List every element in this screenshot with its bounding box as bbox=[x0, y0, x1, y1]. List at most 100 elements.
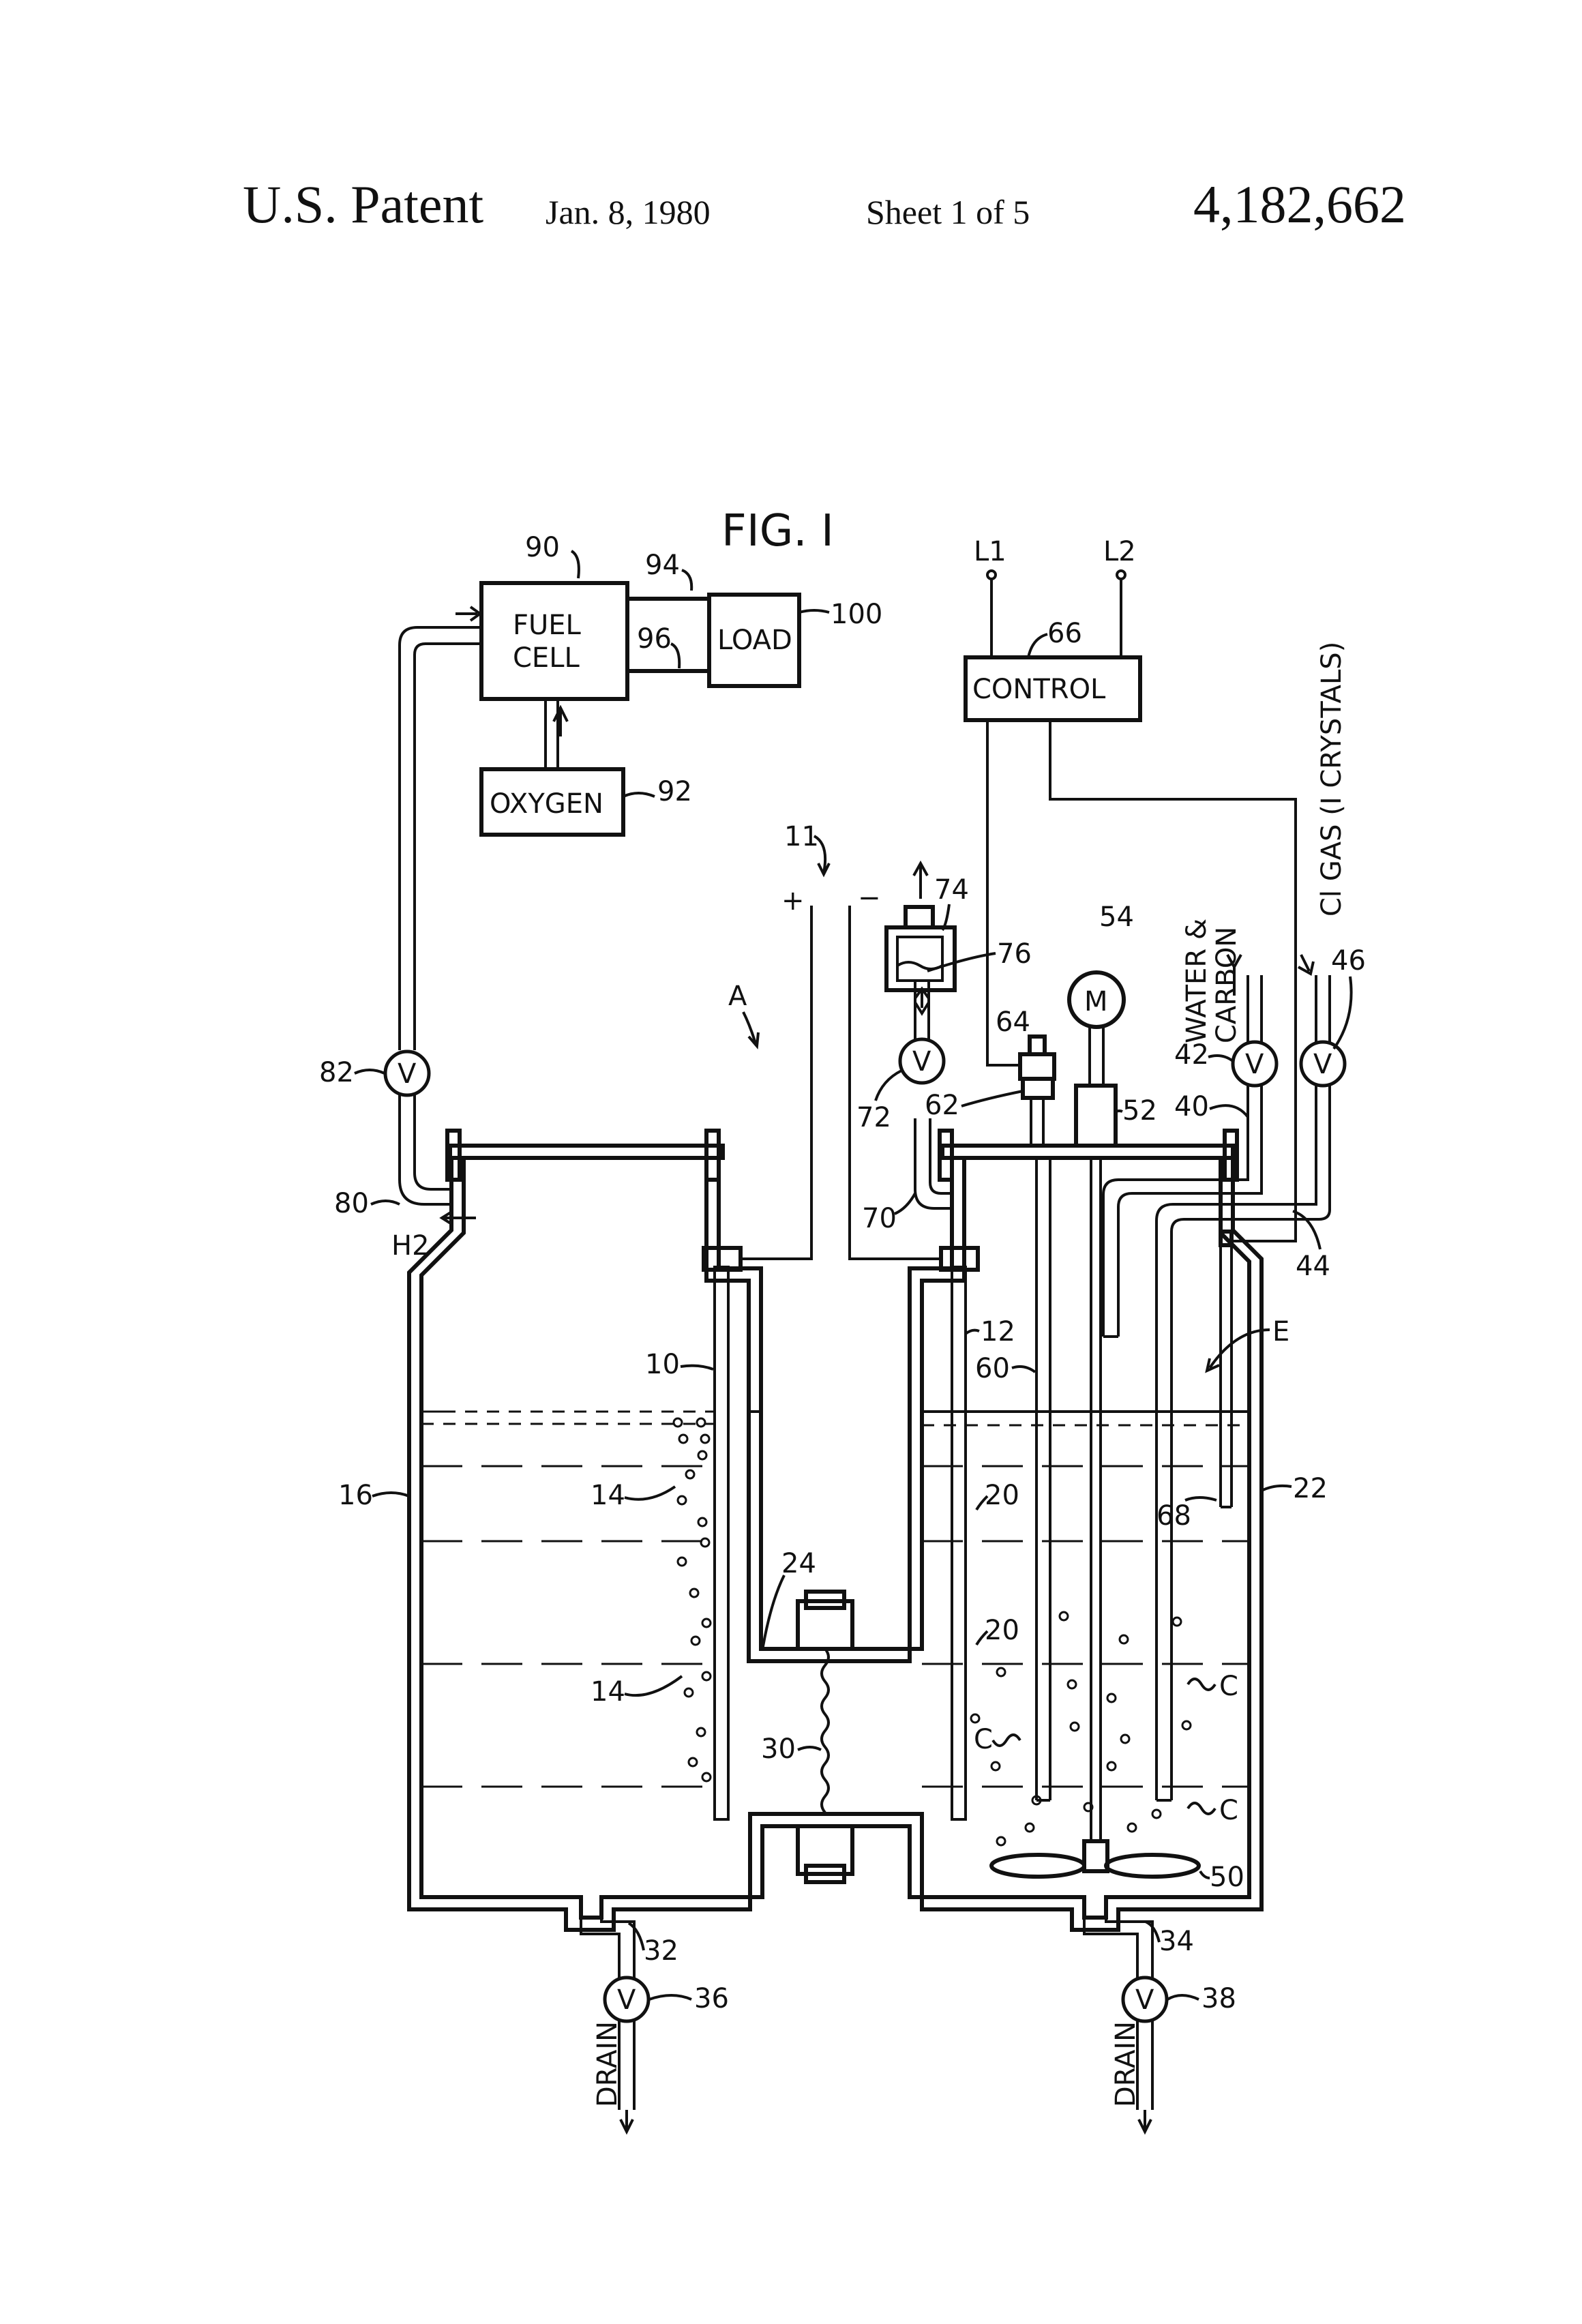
ref-30: 30 bbox=[761, 1733, 796, 1765]
ref-12: 12 bbox=[981, 1316, 1015, 1347]
ref-14a: 14 bbox=[591, 1480, 625, 1511]
control-label: CONTROL bbox=[972, 674, 1106, 705]
diaphragm-30 bbox=[822, 1649, 829, 1813]
valve-72-letter: V bbox=[912, 1046, 931, 1077]
ref-22: 22 bbox=[1293, 1473, 1328, 1504]
control-box: CONTROL bbox=[966, 657, 1140, 720]
ref-52: 52 bbox=[1122, 1095, 1157, 1127]
h2-inlet-arrow bbox=[456, 607, 480, 621]
ref-24: 24 bbox=[781, 1548, 816, 1579]
electrode-10-wire bbox=[741, 927, 811, 1259]
control-wire-sensor bbox=[1050, 720, 1296, 1241]
h2-pipe-inner bbox=[415, 644, 481, 1050]
ref-46: 46 bbox=[1331, 945, 1366, 977]
water-carbon-label-1: WATER & bbox=[1181, 919, 1212, 1043]
ref-14b: 14 bbox=[591, 1676, 625, 1708]
ref-94: 94 bbox=[645, 550, 680, 581]
ref-Ca: C bbox=[1219, 1671, 1238, 1702]
ref-96: 96 bbox=[637, 623, 672, 655]
ref-64: 64 bbox=[996, 1007, 1030, 1038]
ref-66: 66 bbox=[1047, 618, 1082, 649]
terminal-l2 bbox=[1117, 571, 1125, 579]
ref-36: 36 bbox=[694, 1983, 729, 2014]
ref-16: 16 bbox=[338, 1480, 373, 1511]
ref-Cc: C bbox=[1219, 1795, 1238, 1826]
drain-right-label: DRAIN bbox=[1110, 2021, 1141, 2107]
cl-feed-arrow bbox=[1298, 955, 1313, 974]
ref-76: 76 bbox=[997, 938, 1032, 970]
stirrer-blade-left bbox=[991, 1855, 1084, 1877]
ref-44: 44 bbox=[1296, 1251, 1330, 1282]
ref-32: 32 bbox=[644, 1935, 678, 1967]
trap-76-filter bbox=[897, 937, 942, 981]
electrode-10 bbox=[715, 1267, 728, 1819]
terminal-plus: + bbox=[781, 885, 805, 917]
ref-74: 74 bbox=[934, 874, 969, 906]
l1-label: L1 bbox=[974, 536, 1006, 567]
ref-72: 72 bbox=[856, 1102, 891, 1133]
valve-42-letter: V bbox=[1245, 1049, 1264, 1080]
hydrogen-bubbles-14 bbox=[674, 1418, 711, 1781]
ref-A: A bbox=[728, 981, 747, 1012]
ref-90: 90 bbox=[525, 532, 560, 563]
ref-82: 82 bbox=[319, 1057, 354, 1088]
load-box: LOAD bbox=[709, 595, 799, 686]
drain-right-arrow bbox=[1139, 2110, 1151, 2132]
ref-92: 92 bbox=[657, 776, 692, 807]
drain-34-pipe-inner bbox=[1106, 1918, 1152, 1978]
ref-80: 80 bbox=[334, 1188, 369, 1219]
water-carbon-label-2: CARBON bbox=[1211, 927, 1242, 1043]
drain-left-arrow bbox=[621, 2110, 633, 2132]
bearing-52 bbox=[1076, 1086, 1116, 1146]
right-vessel-outer-wall bbox=[825, 1158, 1262, 1930]
ref-70: 70 bbox=[862, 1203, 897, 1234]
ref-42: 42 bbox=[1174, 1039, 1209, 1071]
ref-Cb: C bbox=[974, 1724, 993, 1755]
stirrer-blade-right bbox=[1106, 1855, 1199, 1877]
oxygen-box: OXYGEN bbox=[481, 769, 623, 835]
stirrer-hub bbox=[1084, 1841, 1107, 1871]
terminal-l1 bbox=[987, 571, 996, 579]
ref-20b: 20 bbox=[985, 1615, 1019, 1646]
ref-h2: H2 bbox=[391, 1230, 430, 1262]
valve-64-stem bbox=[1030, 1037, 1045, 1054]
load-label: LOAD bbox=[717, 625, 792, 656]
left-vessel-inner-wall bbox=[421, 1158, 825, 1918]
terminal-minus: − bbox=[858, 882, 881, 914]
figure-title: FIG. I bbox=[721, 506, 834, 556]
fuel-cell-box: FUEL CELL bbox=[481, 583, 627, 699]
fuel-cell-label-1: FUEL bbox=[513, 610, 582, 641]
reference-numerals: 90 94 96 100 92 66 11 74 76 54 46 A 64 4… bbox=[319, 532, 1366, 2014]
ref-62: 62 bbox=[925, 1090, 959, 1121]
electrode-12 bbox=[952, 1267, 966, 1819]
oxygen-label: OXYGEN bbox=[490, 788, 603, 820]
ref-68: 68 bbox=[1156, 1500, 1191, 1532]
h2-flow-arrow bbox=[442, 1211, 476, 1225]
drain-34-pipe-outer bbox=[1084, 1918, 1137, 1978]
valve-36-letter: V bbox=[617, 1984, 636, 2016]
valve-82-letter: V bbox=[398, 1058, 417, 1090]
ref-40: 40 bbox=[1174, 1091, 1209, 1122]
ref-50: 50 bbox=[1210, 1862, 1244, 1893]
oxygen-flow-arrow bbox=[554, 708, 567, 736]
fuel-cell-label-2: CELL bbox=[513, 642, 580, 674]
motor-label: M bbox=[1084, 986, 1108, 1017]
trap-vent bbox=[906, 907, 933, 927]
valve-62-pipe bbox=[1031, 1098, 1043, 1146]
valve-62 bbox=[1023, 1079, 1053, 1098]
ref-E: E bbox=[1272, 1316, 1289, 1347]
h2-pipe-outer bbox=[400, 627, 481, 1050]
cl-gas-label: Cl GAS (I CRYSTALS) bbox=[1316, 642, 1347, 917]
left-riser-inner bbox=[706, 1158, 825, 1661]
ref-38: 38 bbox=[1202, 1983, 1236, 2014]
left-cover-flange bbox=[450, 1146, 723, 1158]
ref-60: 60 bbox=[975, 1353, 1010, 1384]
valve-64-body bbox=[1020, 1054, 1054, 1079]
drain-left-label: DRAIN bbox=[592, 2021, 623, 2107]
trap-flow-arrow bbox=[915, 989, 929, 1013]
ref-100: 100 bbox=[831, 599, 882, 630]
ref-10: 10 bbox=[645, 1349, 680, 1380]
ref-54: 54 bbox=[1099, 902, 1134, 933]
trap-vent-arrow bbox=[914, 863, 927, 899]
